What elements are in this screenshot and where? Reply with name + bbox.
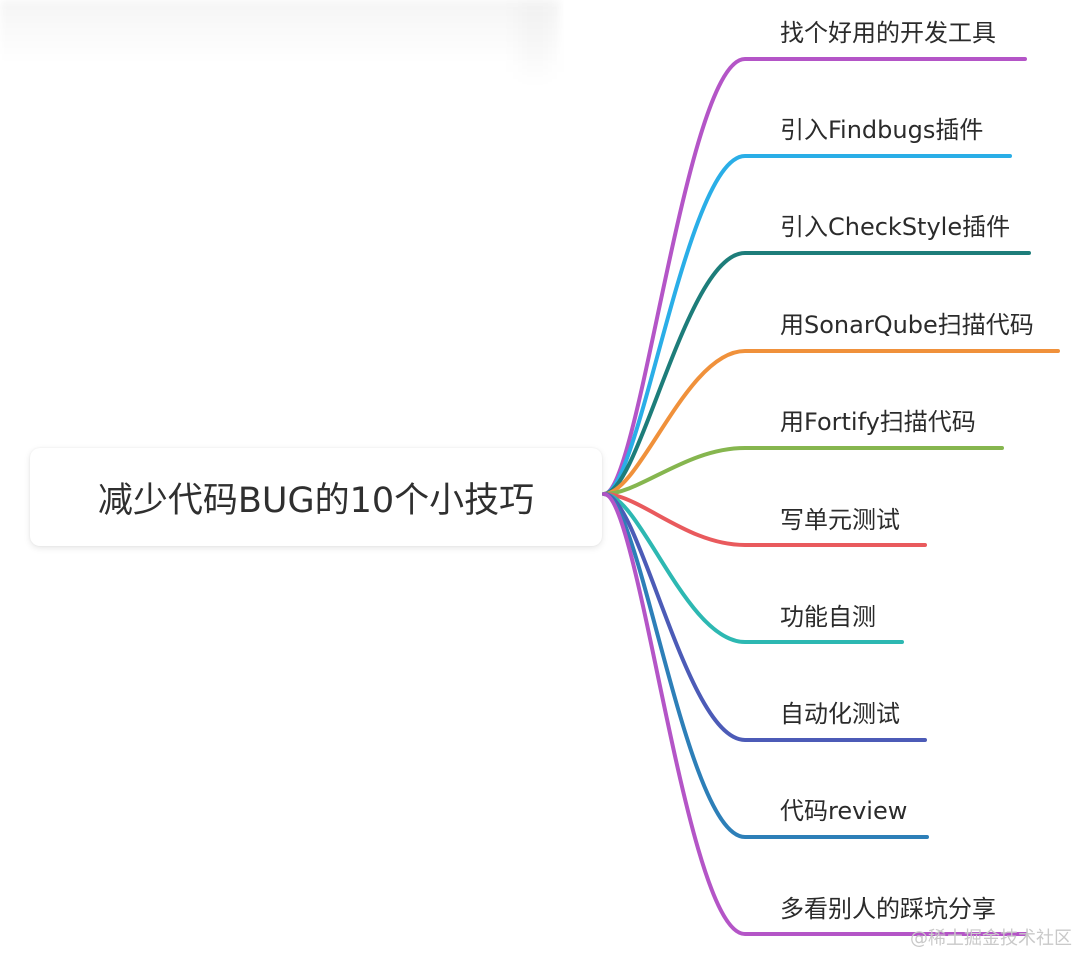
root-node: 减少代码BUG的10个小技巧 (30, 448, 602, 546)
branch-label-5: 用Fortify扫描代码 (780, 408, 976, 436)
branch-connector-2 (602, 154, 1012, 496)
branch-label-1: 找个好用的开发工具 (780, 19, 996, 47)
branch-connector-4 (602, 349, 1060, 496)
branch-label-6: 写单元测试 (780, 506, 900, 534)
branch-connector-5 (602, 446, 1004, 496)
top-shadow-decoration (0, 0, 560, 70)
branch-label-3: 引入CheckStyle插件 (780, 213, 1011, 241)
branch-connector-10 (602, 492, 1028, 936)
branch-label-9: 代码review (780, 797, 908, 825)
branch-label-8: 自动化测试 (780, 700, 900, 728)
branch-connector-3 (602, 251, 1031, 496)
branch-label-2: 引入Findbugs插件 (780, 116, 984, 144)
branch-connector-6 (602, 492, 927, 547)
branch-label-7: 功能自测 (780, 603, 876, 631)
branch-connector-8 (602, 492, 927, 742)
watermark-text: @稀土掘金技术社区 (910, 928, 1072, 949)
branch-connector-1 (602, 57, 1027, 496)
branch-connector-7 (602, 492, 904, 644)
root-title: 减少代码BUG的10个小技巧 (97, 480, 535, 521)
branch-label-4: 用SonarQube扫描代码 (780, 311, 1034, 339)
branch-label-10: 多看别人的踩坑分享 (780, 895, 996, 923)
